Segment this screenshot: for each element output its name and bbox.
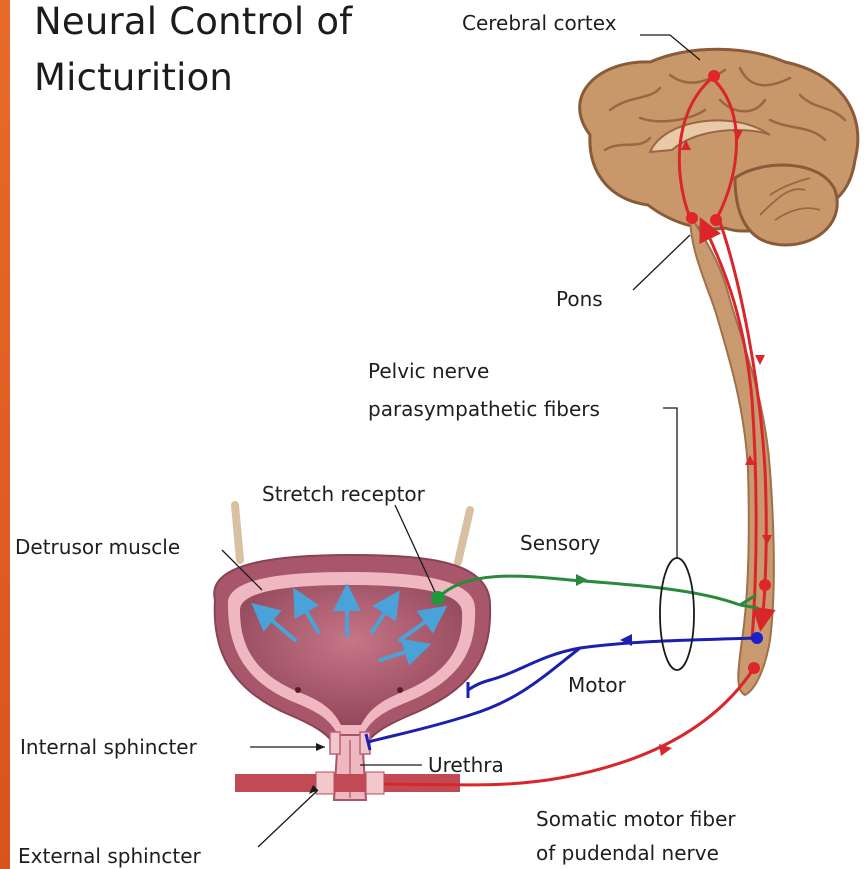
pelvic-floor [235,774,460,792]
label-detrusor-muscle: Detrusor muscle [15,536,180,558]
ureter-opening-right [397,687,403,693]
label-sensory: Sensory [520,532,600,554]
leader-arrowhead-internal [316,743,325,751]
leader-pons [633,235,690,290]
ureter-right [458,510,470,562]
label-pons: Pons [556,288,603,310]
label-external-sphincter: External sphincter [18,845,201,867]
label-motor: Motor [568,674,626,696]
leader-external-sphincter [258,790,318,847]
label-pelvic-nerve-line-1: Pelvic nerve [368,360,489,382]
external-sphincter-right [366,772,384,794]
stretch-receptor-node [431,591,445,605]
pons-neuron-1 [686,212,698,224]
label-pelvic-nerve-line-2: parasympathetic fibers [368,398,600,420]
pons-neuron-2 [710,214,722,226]
bladder [214,505,490,745]
ureter-opening-left [295,687,301,693]
label-internal-sphincter: Internal sphincter [20,736,197,758]
label-somatic-line-1: Somatic motor fiber [536,808,736,830]
ureter-left [235,505,240,560]
label-stretch-receptor: Stretch receptor [262,483,425,505]
leader-pelvic-nerve [663,408,677,558]
pelvic-nerve-bundle [660,558,694,670]
external-sphincter-left [316,772,334,794]
label-somatic-line-2: of pudendal nerve [536,842,719,864]
internal-sphincter-left [330,732,340,754]
label-urethra: Urethra [428,754,504,776]
sensory-arrow [576,574,588,586]
cord-neuron [759,579,771,591]
cortex-neuron [708,70,720,82]
label-cerebral-cortex: Cerebral cortex [462,12,617,34]
spinal-cord [690,215,774,695]
cerebellum [735,165,837,245]
